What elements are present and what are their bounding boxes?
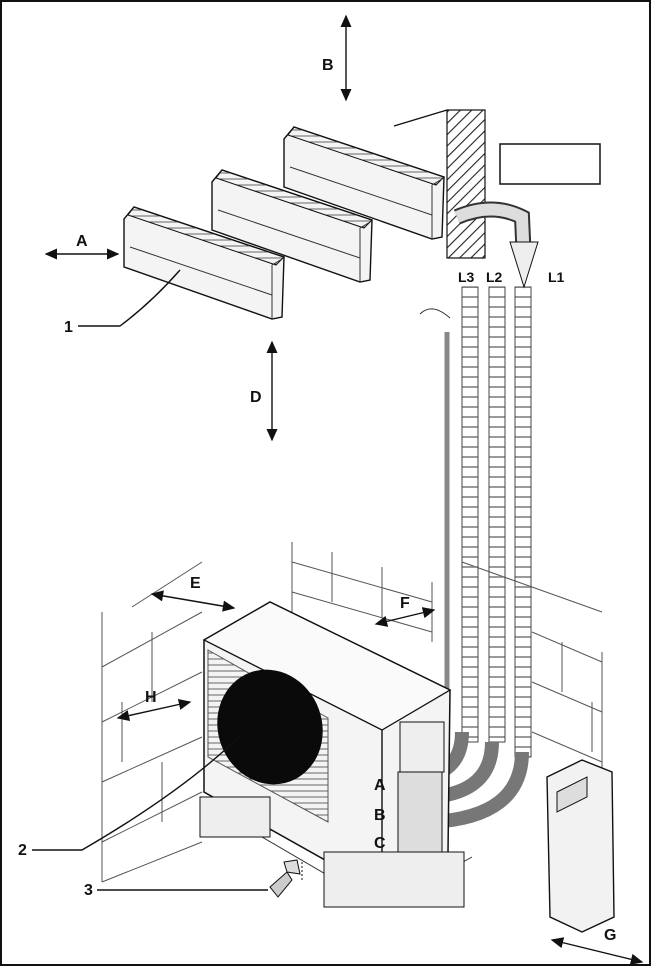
pipe-label-L2: L2 (486, 269, 503, 285)
connector-label-C: C (374, 835, 386, 852)
label-1: 1 (64, 319, 73, 336)
label-A: A (76, 233, 88, 250)
blank-label-box (499, 143, 601, 185)
callout-2-leader (32, 735, 241, 851)
label-B: B (322, 57, 334, 74)
drain-elbow-icon (269, 859, 301, 898)
label-E: E (190, 575, 201, 592)
connector-label-A: A (374, 777, 386, 794)
connector-label-B: B (374, 807, 386, 824)
callout-1-leader (78, 269, 181, 327)
label-F: F (400, 595, 410, 612)
wall-section (393, 109, 486, 259)
wall-cover-icon (546, 759, 615, 933)
masonry-wall (101, 542, 603, 883)
double-arrow-icon (374, 607, 436, 627)
pipe-label-L1: L1 (548, 269, 565, 285)
double-arrow-icon (150, 590, 236, 612)
label-G: G (604, 927, 616, 944)
label-D: D (250, 389, 262, 406)
outdoor-unit-icon (199, 601, 473, 908)
label-2: 2 (18, 842, 27, 859)
refrigerant-pipes (410, 201, 539, 829)
double-arrow-icon (550, 937, 644, 964)
indoor-unit-icon (123, 126, 445, 320)
double-arrow-icon (116, 698, 192, 722)
pipe-label-L3: L3 (458, 269, 475, 285)
label-H: H (145, 689, 157, 706)
label-3: 3 (84, 882, 93, 899)
